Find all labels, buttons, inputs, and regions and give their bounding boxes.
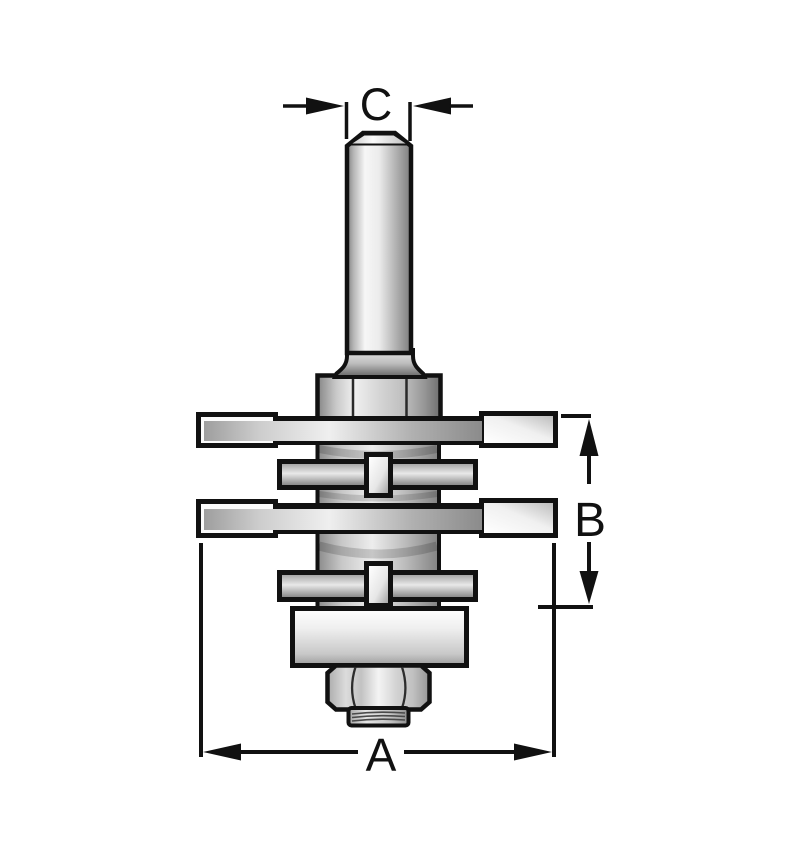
nut-body [325, 663, 432, 712]
b-up-arrow-icon [579, 419, 599, 456]
blade-right-tip-face [484, 416, 553, 443]
dimension-b: B [538, 414, 606, 609]
key-face [369, 457, 388, 493]
thread-line [351, 714, 406, 719]
dimension-b-label: B [574, 494, 606, 547]
collar-body [315, 373, 443, 424]
a-right-arrow-icon [514, 743, 552, 761]
b-down-arrow-icon [579, 571, 599, 604]
blade-bar [204, 509, 482, 530]
a-left-arrow-icon [203, 743, 241, 761]
shank-body [344, 130, 414, 356]
shank [331, 130, 428, 379]
hex-nut [325, 663, 432, 712]
nut-facet-line [400, 666, 407, 709]
dimension-a-label: A [366, 729, 397, 781]
nut-facet-line [350, 666, 357, 709]
dimension-c-label: C [360, 79, 393, 130]
shank-flare [331, 348, 428, 379]
hex-collar [315, 373, 443, 424]
thread-line [351, 718, 406, 722]
dimension-c: C [283, 79, 473, 141]
slot-cutter-upper [277, 452, 478, 498]
hub-shading-arc [317, 541, 439, 559]
cutter-blade-bottom [196, 498, 558, 538]
shank-chamfer-face [345, 133, 413, 146]
hub-shading-arc [318, 491, 438, 502]
dimension-a: A [199, 543, 556, 781]
blade-bar [204, 421, 482, 441]
c-right-arrow-icon [413, 97, 451, 115]
c-left-arrow-icon [306, 97, 344, 115]
key-face [369, 566, 388, 603]
bearing-body [290, 606, 469, 668]
threaded-stud [346, 706, 411, 728]
bearing [290, 606, 469, 668]
cutter-blade-top [196, 411, 558, 448]
slot-cutter-lower [277, 561, 478, 608]
blade-right-tip-face [484, 503, 553, 533]
thread-line [351, 711, 406, 715]
